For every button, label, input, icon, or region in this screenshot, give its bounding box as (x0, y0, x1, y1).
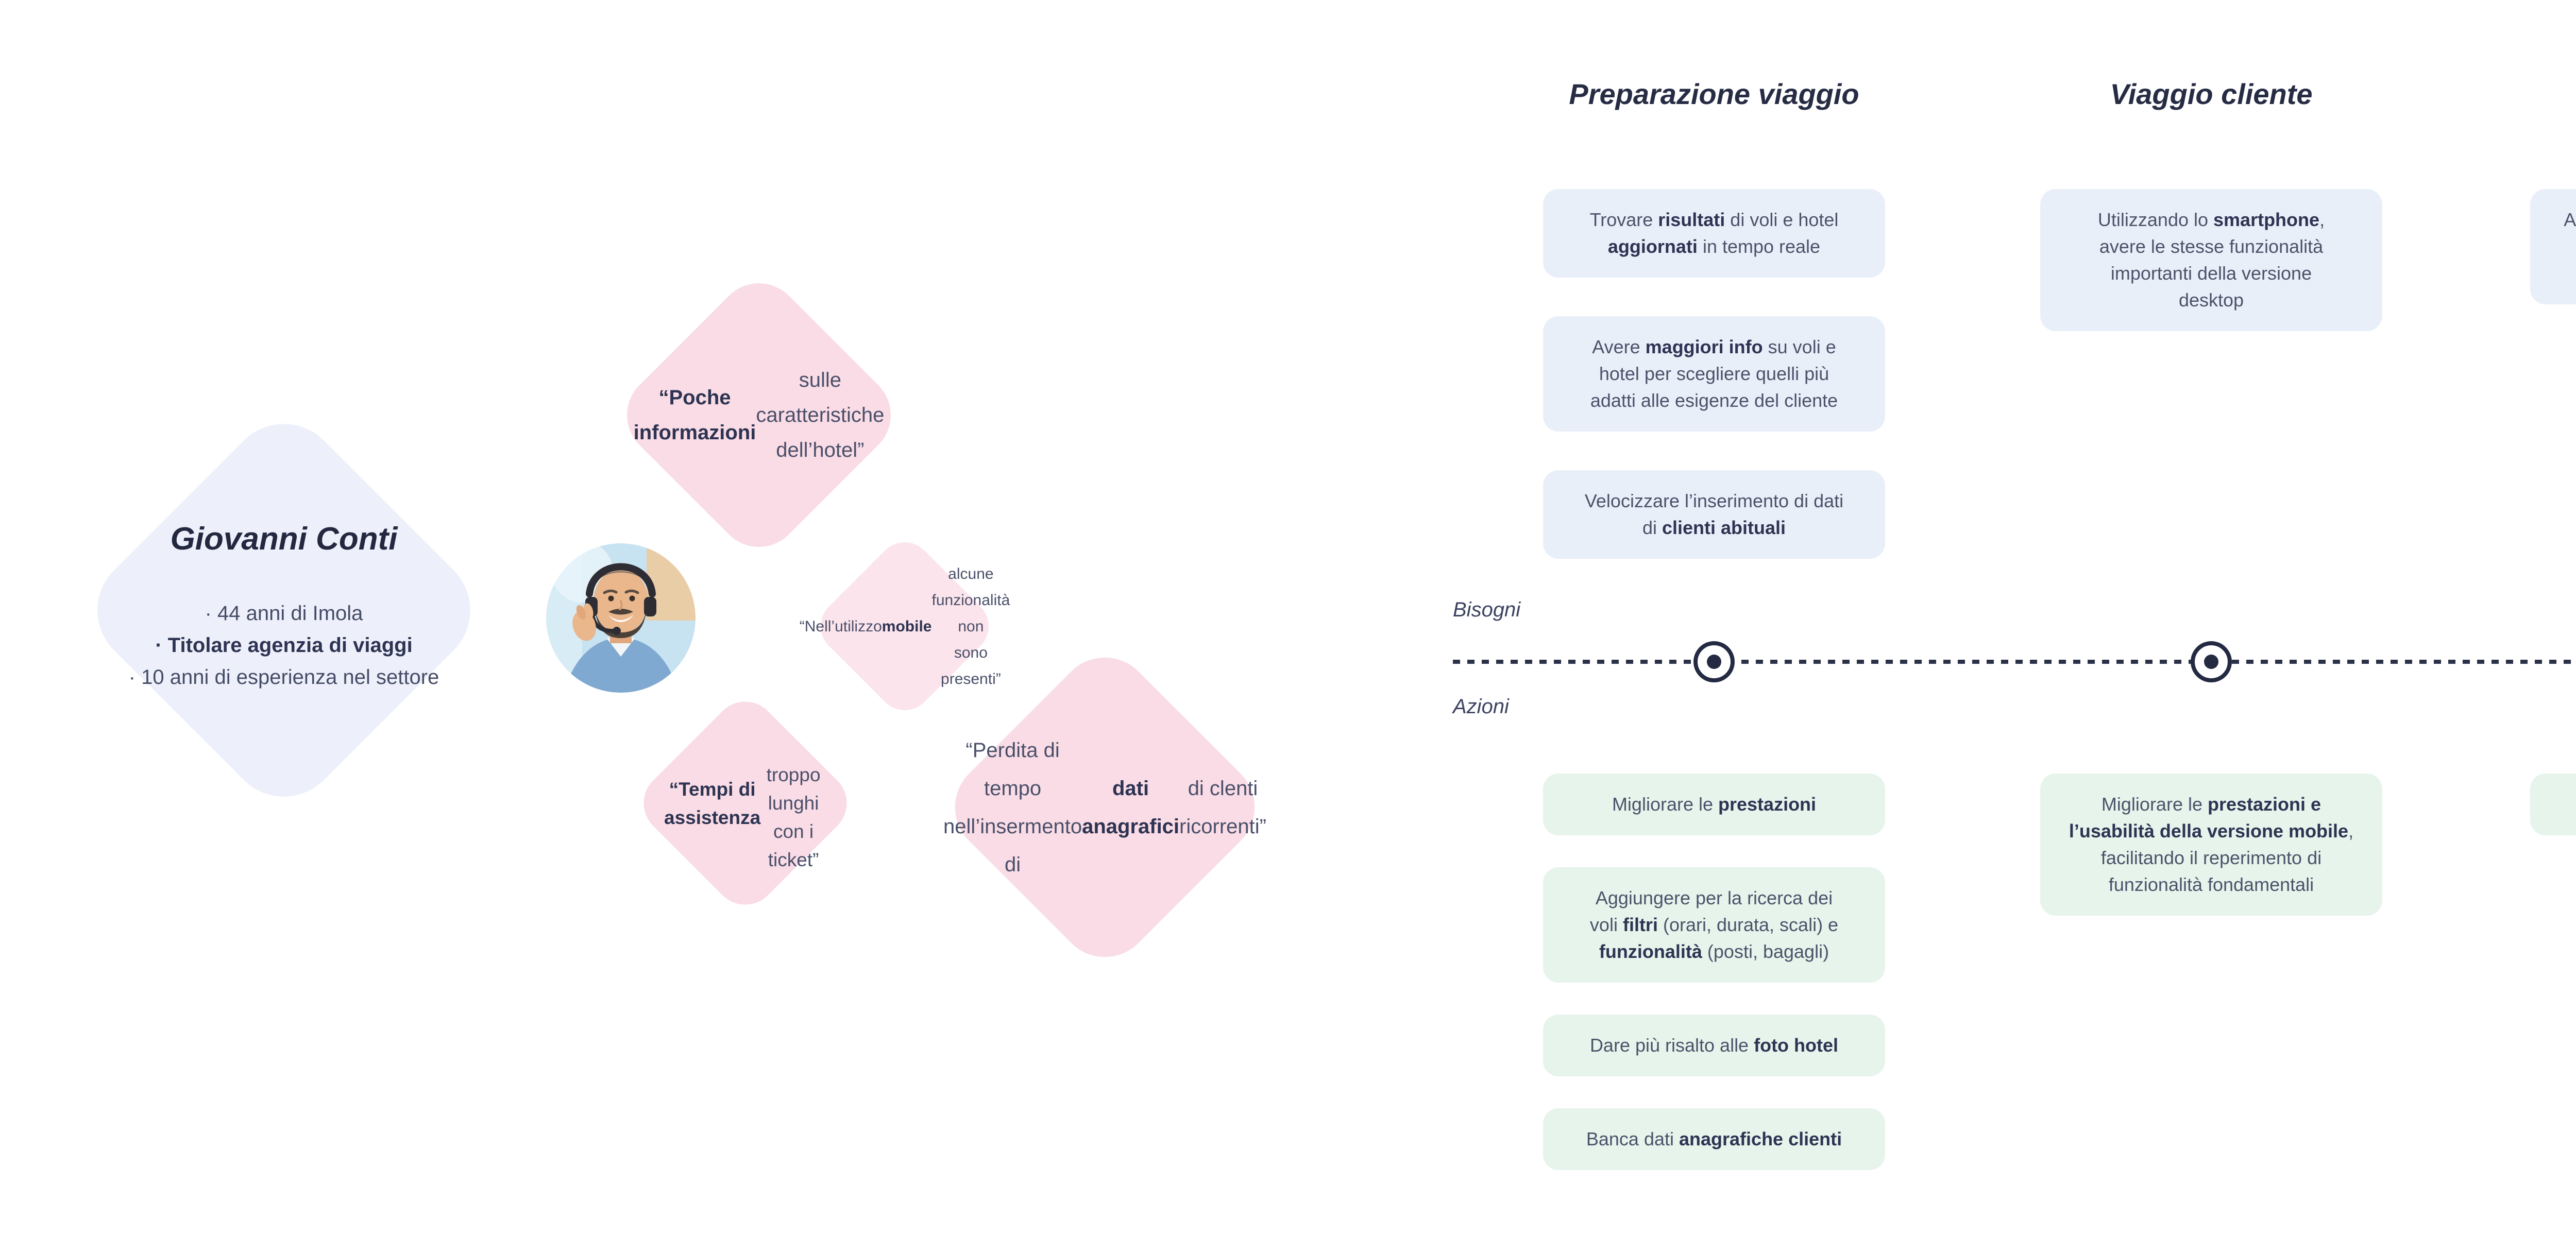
quote-diamond-mobile: “Nell’utilizzo mobile alcune funzionalit… (799, 530, 1010, 722)
actions-column-post: Creare reportistica (2530, 774, 2576, 835)
needs-column-viaggio: Utilizzando lo smartphone, avere le stes… (2040, 189, 2382, 331)
persona-detail-role: · Titolare agenzia di viaggi (155, 634, 413, 657)
column-title-post-viaggio: Post viaggio (2469, 77, 2576, 111)
need-card: Avere maggiori info su voli e hotel per … (1543, 316, 1885, 432)
quote-text: “Nell’utilizzo mobile alcune funzionalit… (799, 565, 1010, 688)
timeline-marker-dot (2204, 655, 2218, 669)
action-card: Migliorare le prestazioni e l’usabilità … (2040, 774, 2382, 916)
timeline-marker-dot (1707, 655, 1721, 669)
row-label-bisogni: Bisogni (1453, 598, 1521, 621)
need-card: Trovare risultati di voli e hotel aggior… (1543, 189, 1885, 278)
persona-avatar (546, 543, 696, 693)
column-title-viaggio-cliente: Viaggio cliente (2110, 78, 2313, 110)
action-card: Banca dati anagrafiche clienti (1543, 1108, 1885, 1170)
timeline-marker-preparazione (1693, 641, 1735, 682)
quote-diamond-dati-anagrafici: “Perdita di tempo nell’insermento di dat… (935, 638, 1275, 977)
timeline-dotted-line (1453, 660, 2576, 664)
timeline-marker-viaggio (2191, 641, 2232, 682)
quote-text: “Tempi di assistenza troppo lunghi con i… (664, 764, 821, 870)
need-card: Avere una reportistica divisa per singol… (2530, 189, 2576, 304)
quote-diamond-hotel-info: “Poche informazioni sulle caratteristich… (609, 266, 908, 564)
persona-summary: Giovanni Conti · 44 anni di Imola · Tito… (124, 521, 444, 693)
persona-name: Giovanni Conti (170, 521, 398, 557)
actions-column-viaggio: Migliorare le prestazioni e l’usabilità … (2040, 774, 2382, 916)
persona-detail-experience: · 10 anni di esperienza nel settore (128, 666, 439, 689)
row-label-azioni: Azioni (1453, 695, 1509, 718)
action-card: Dare più risalto alle foto hotel (1543, 1015, 1885, 1076)
persona-avatar-illustration (546, 543, 696, 693)
quote-text: “Poche informazioni sulle caratteristich… (633, 369, 885, 461)
persona-detail-age: · 44 anni di Imola (205, 602, 363, 625)
quote-text: “Perdita di tempo nell’insermento di dat… (943, 739, 1266, 876)
action-card: Creare reportistica (2530, 774, 2576, 835)
quote-diamond-assistenza: “Tempi di assistenza troppo lunghi con i… (630, 688, 860, 918)
action-card: Aggiungere per la ricerca dei voli filtr… (1543, 867, 1885, 983)
needs-column-preparazione: Trovare risultati di voli e hotel aggior… (1543, 189, 1885, 559)
needs-column-post: Avere una reportistica divisa per singol… (2530, 189, 2576, 304)
column-title-preparazione-viaggio: Preparazione viaggio (1569, 78, 1859, 110)
need-card: Velocizzare l’inserimento di dati di cli… (1543, 470, 1885, 559)
action-card: Migliorare le prestazioni (1543, 774, 1885, 835)
need-card: Utilizzando lo smartphone, avere le stes… (2040, 189, 2382, 331)
